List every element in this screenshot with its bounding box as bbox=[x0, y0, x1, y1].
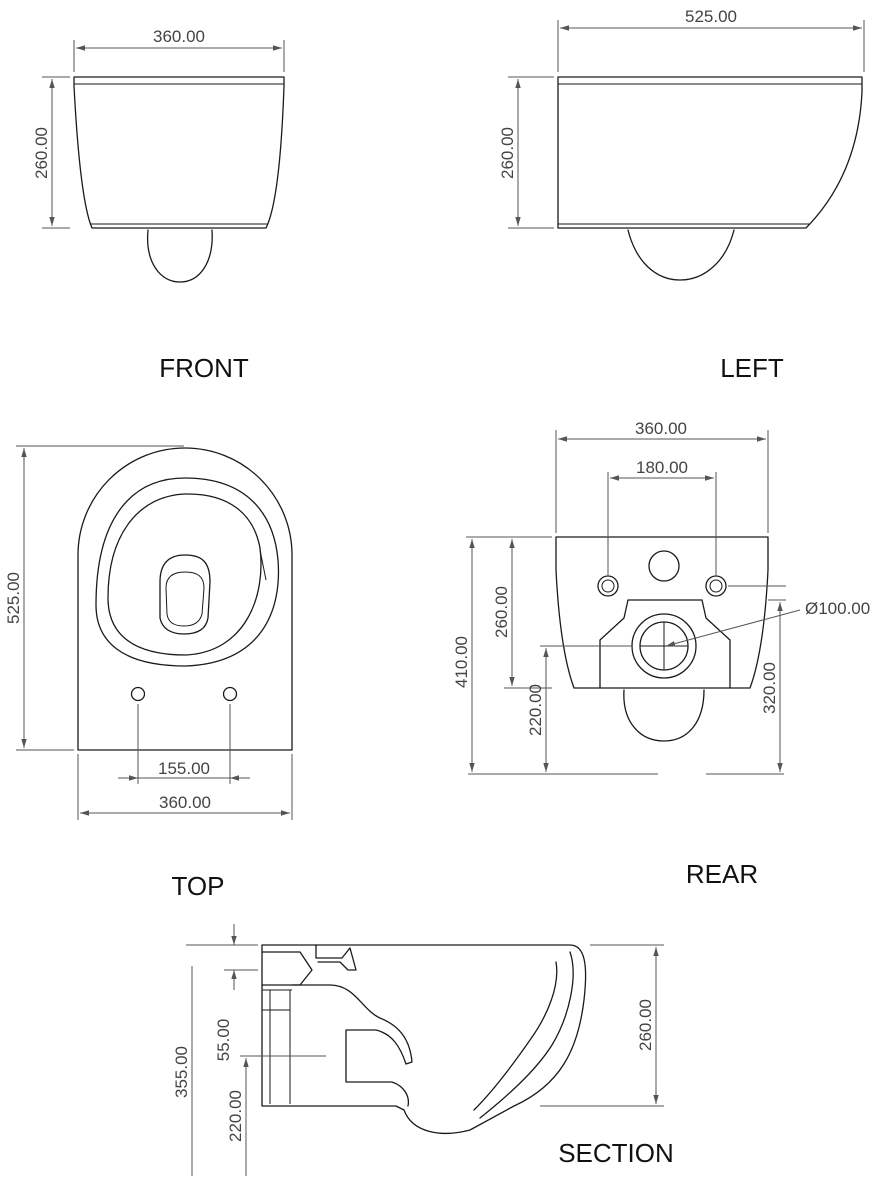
left-view-label: LEFT bbox=[720, 353, 784, 383]
section-inlet-dim: 55.00 bbox=[214, 1019, 233, 1062]
section-bowl-inner-2 bbox=[479, 951, 574, 1119]
rear-overall-height-dim: 410.00 bbox=[452, 636, 471, 688]
front-view-label: FRONT bbox=[159, 353, 249, 383]
top-outlet-inner bbox=[165, 571, 205, 627]
left-view: 525.00 260.00 LEFT bbox=[498, 7, 865, 383]
section-outlet-dim: 220.00 bbox=[226, 1090, 245, 1142]
section-bowl-inner bbox=[473, 961, 558, 1111]
rear-width-dim: 360.00 bbox=[635, 419, 687, 438]
top-view-label: TOP bbox=[172, 871, 225, 901]
rear-outlet-diameter-dim: Ø100.00 bbox=[805, 599, 870, 618]
rear-view-label: REAR bbox=[686, 859, 758, 889]
rear-side-height-dim: 320.00 bbox=[760, 662, 779, 714]
front-view: 360.00 260.00 FRONT bbox=[32, 27, 285, 383]
top-bowl-opening bbox=[107, 493, 262, 656]
top-body-outline bbox=[77, 447, 293, 751]
top-view: 525.00 155.00 360.00 TOP bbox=[4, 445, 293, 901]
top-depth-dim: 525.00 bbox=[4, 572, 23, 624]
section-bowl-height-dim: 260.00 bbox=[636, 999, 655, 1051]
rear-bolt-hole-right-inner bbox=[709, 579, 723, 593]
front-bowl-bottom bbox=[146, 229, 213, 283]
rear-bolt-height-dim: 260.00 bbox=[492, 586, 511, 638]
section-trapway bbox=[291, 984, 413, 1107]
front-height-dim: 260.00 bbox=[32, 127, 51, 179]
rear-body-outline bbox=[555, 536, 769, 689]
rear-bolt-hole-left-outer bbox=[597, 575, 619, 597]
front-body-outline bbox=[73, 76, 285, 229]
rear-bolt-spacing-dim: 180.00 bbox=[636, 458, 688, 477]
rear-bowl-bottom bbox=[623, 689, 705, 742]
top-outlet-outer bbox=[159, 554, 211, 635]
top-width-dim: 360.00 bbox=[159, 793, 211, 812]
section-outer-outline bbox=[261, 944, 587, 1135]
top-rim-outline bbox=[95, 477, 280, 667]
section-overall-dim: 355.00 bbox=[172, 1046, 191, 1098]
left-depth-dim: 525.00 bbox=[685, 7, 737, 26]
rear-view: 360.00 180.00 Ø100.00 410.00 260.00 220.… bbox=[452, 419, 870, 889]
section-inlet bbox=[261, 951, 313, 986]
top-fixing-hole-right bbox=[222, 686, 238, 702]
front-width-dim: 360.00 bbox=[153, 27, 205, 46]
left-body-outline bbox=[557, 76, 863, 229]
rear-bolt-hole-left-inner bbox=[601, 579, 615, 593]
section-view: 355.00 55.00 220.00 260.00 SECTION bbox=[172, 924, 674, 1176]
top-fixing-hole-left bbox=[130, 686, 146, 702]
rear-outlet-channel bbox=[599, 599, 731, 689]
rear-water-inlet bbox=[648, 550, 680, 582]
left-bowl-bottom bbox=[627, 229, 735, 281]
left-height-dim: 260.00 bbox=[498, 127, 517, 179]
top-hole-spacing-dim: 155.00 bbox=[158, 759, 210, 778]
section-view-label: SECTION bbox=[558, 1138, 674, 1168]
section-rim-channel bbox=[315, 944, 357, 971]
rear-outlet-height-dim: 220.00 bbox=[526, 684, 545, 736]
rear-bolt-hole-right-outer bbox=[705, 575, 727, 597]
